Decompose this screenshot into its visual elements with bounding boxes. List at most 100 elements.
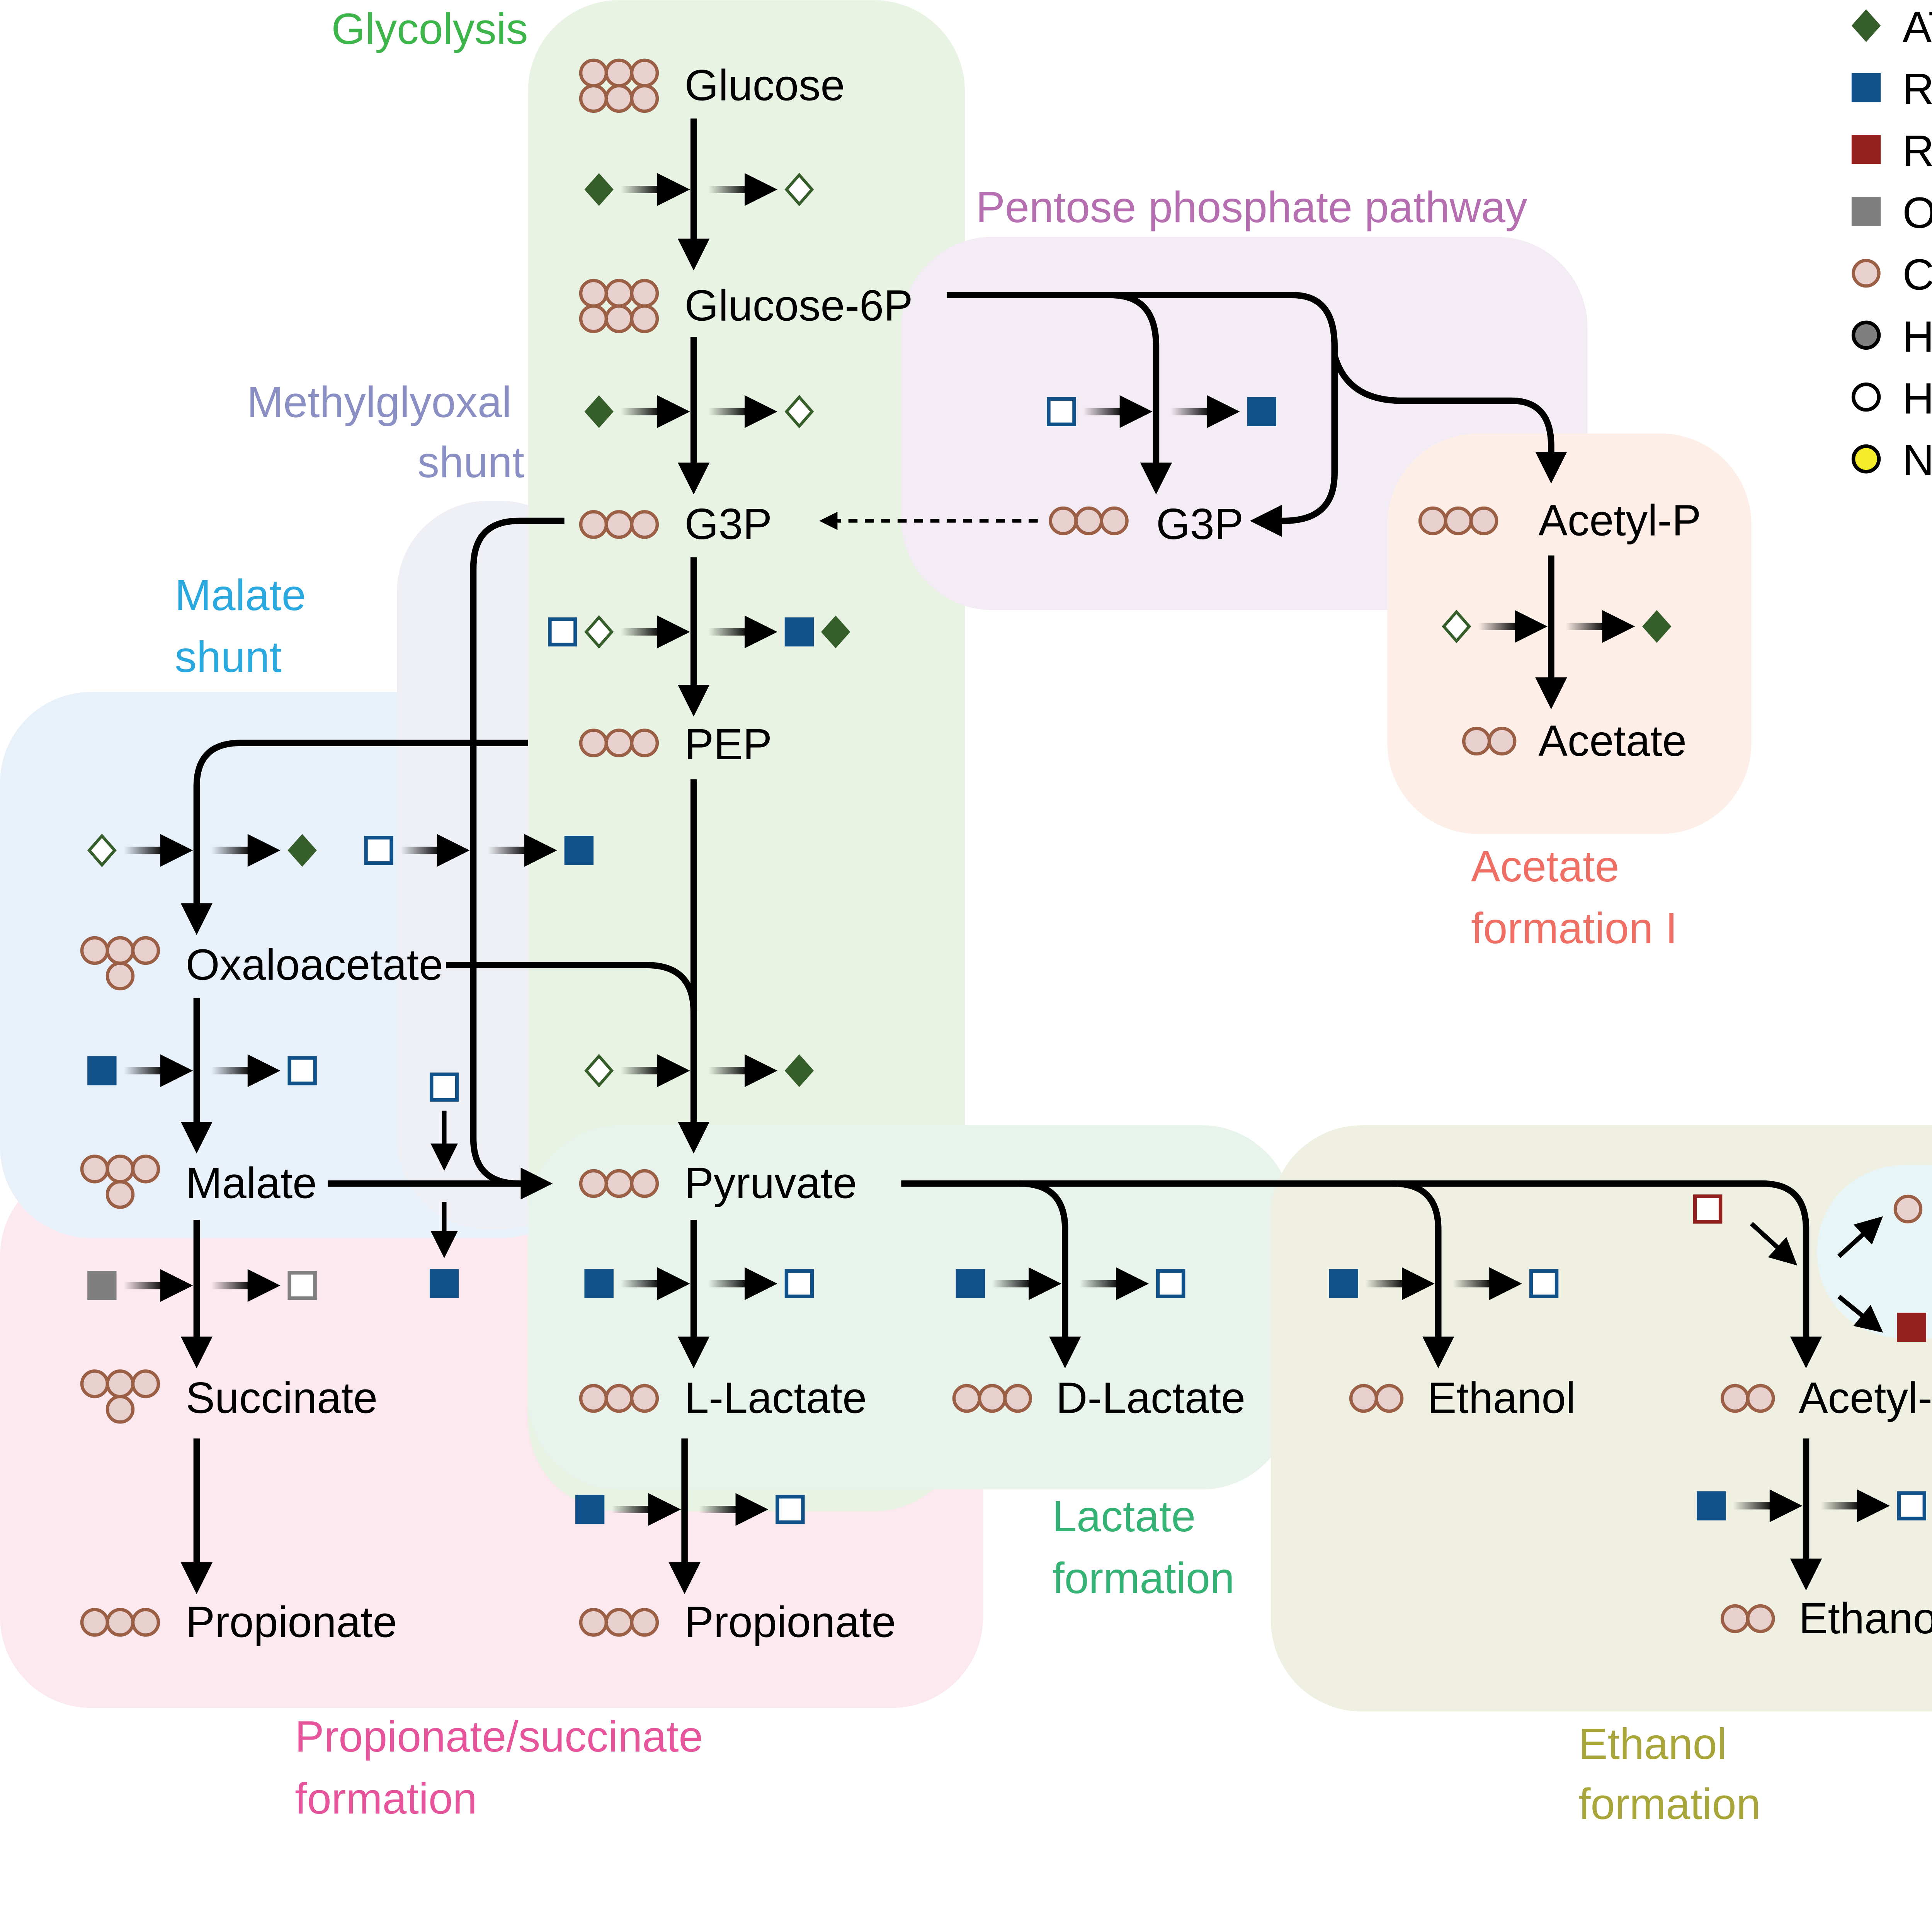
adp-icon — [784, 395, 814, 429]
metabolite-acetylcoa: Acetyl-CoA — [1799, 1374, 1932, 1422]
carbon-icon — [579, 1608, 608, 1637]
carbon-icon — [579, 279, 608, 308]
carbon-icon — [80, 1608, 109, 1637]
carbon-icon — [105, 961, 135, 991]
carbon-icon — [579, 84, 608, 113]
metabolite-ethanol-2: Ethanol — [1799, 1594, 1932, 1643]
carbon-icon — [1746, 1384, 1775, 1413]
nadh-icon — [584, 1269, 614, 1298]
nad-icon — [287, 1056, 317, 1085]
nadh-icon — [956, 1269, 985, 1298]
carbon-icon — [105, 1180, 135, 1209]
legend-item: Reduced NAD(P) — [1851, 65, 1932, 113]
carbon-icon — [1418, 506, 1447, 536]
nadh-icon — [429, 1269, 459, 1298]
metabolite-succinate: Succinate — [186, 1374, 378, 1422]
adp-icon — [784, 173, 814, 206]
adp-icon — [1442, 609, 1471, 643]
carbon-icon — [105, 1369, 135, 1398]
legend-item: Carbon — [1852, 250, 1932, 299]
carbon-icon — [604, 84, 634, 113]
carbon-icon — [105, 1608, 135, 1637]
carbon-icon — [1444, 506, 1473, 536]
arrow-fd-in — [1750, 1222, 1798, 1266]
carbon-icon — [80, 1155, 109, 1184]
carbon-icon — [604, 1608, 634, 1637]
nad-icon — [1897, 1491, 1927, 1520]
cofactor-step — [575, 1493, 805, 1526]
carbon-icon — [131, 1155, 160, 1184]
nad-icon — [1156, 1269, 1185, 1298]
cofactor-step — [87, 1054, 317, 1087]
carbon-icon — [131, 936, 160, 965]
sodium-icon — [1851, 444, 1881, 474]
carbon-icon — [131, 1369, 160, 1398]
carbon-icon — [1049, 506, 1078, 536]
cofactor-step — [584, 1267, 814, 1300]
metabolite-acetylp: Acetyl-P — [1538, 496, 1701, 545]
carbon-icon — [1893, 1194, 1923, 1224]
acetate1-label-1: Acetate — [1471, 842, 1619, 891]
carbon-icon — [579, 728, 608, 758]
carbon-icon — [105, 1395, 135, 1424]
carbon-icon — [1074, 506, 1103, 536]
acetate1-label-2: formation I — [1471, 904, 1677, 952]
carbon-icon — [1374, 1384, 1404, 1413]
legend-item: Other reduced cofactor — [1851, 188, 1932, 237]
cofactor-step — [1697, 1489, 1927, 1522]
carbon-icon — [80, 936, 109, 965]
arrow-pep-oxaloacetate — [180, 740, 528, 935]
carbon-icon — [1462, 726, 1491, 756]
reduced-nadp-icon — [1851, 73, 1881, 102]
legend-label: H+ — [1903, 372, 1932, 423]
lactate-label-2: formation — [1052, 1554, 1234, 1602]
carbon-icon — [630, 1608, 659, 1637]
othred-icon — [87, 1271, 117, 1300]
carbon-icon — [604, 510, 634, 539]
legend-item: ATP — [1851, 3, 1932, 51]
legend-label: Carbon — [1903, 250, 1932, 299]
metabolite-glucose6p: Glucose-6P — [685, 281, 913, 330]
nadh-icon — [575, 1495, 605, 1524]
legend-item: H+ — [1851, 372, 1932, 423]
metabolite-dlactate: D-Lactate — [1056, 1374, 1245, 1422]
carbon-icon — [1003, 1384, 1032, 1413]
propionate-label-1: Propionate/succinate — [295, 1712, 703, 1761]
carbon-icon — [630, 510, 659, 539]
nad-icon — [548, 617, 577, 647]
nadh-icon — [87, 1056, 117, 1085]
adp-icon — [584, 615, 614, 649]
metabolite-oxaloacetate: Oxaloacetate — [186, 940, 443, 989]
carbon-icon — [80, 1369, 109, 1398]
metabolite-labels: Glucose Glucose-6P G3P G3P Acetyl-P Acet… — [186, 61, 1932, 1646]
legend-item: H2 — [1851, 312, 1932, 370]
arrow-methylglyoxal-shunt — [470, 517, 565, 1200]
legend-label: Na+ — [1903, 434, 1932, 485]
nad-icon — [429, 1072, 459, 1102]
cofactor-step — [87, 1269, 317, 1302]
ethanol-label-2: formation — [1578, 1779, 1760, 1828]
metabolite-g3p: G3P — [685, 500, 772, 548]
nad-icon — [784, 1269, 814, 1298]
nad-icon — [1529, 1269, 1559, 1298]
cofactor-step — [548, 615, 850, 649]
methylglyoxal-label-2: shunt — [417, 438, 524, 486]
cofactor-step — [956, 1267, 1185, 1300]
legend-item: Reduced ferredoxin — [1851, 126, 1932, 175]
nadh-icon — [564, 836, 594, 865]
cofactor-step — [584, 173, 814, 206]
glycolysis-label: Glycolysis — [331, 4, 528, 53]
proton-icon — [1851, 382, 1881, 412]
carbon-icon — [604, 728, 634, 758]
cofactor-step — [364, 834, 594, 867]
carbon-icon — [604, 1384, 634, 1413]
carbon-icon — [579, 58, 608, 88]
adp-icon — [87, 833, 117, 867]
carbon-icon — [105, 1155, 135, 1184]
metabolite-pyruvate: Pyruvate — [685, 1159, 857, 1208]
arrow-oxaloacetate-pyruvate — [446, 962, 710, 1154]
fdred-icon — [1897, 1313, 1927, 1342]
atp-diamond-icon — [1851, 9, 1881, 42]
legend-label: Other reduced cofactor — [1903, 188, 1932, 237]
cofactor-steps — [87, 173, 1927, 1526]
